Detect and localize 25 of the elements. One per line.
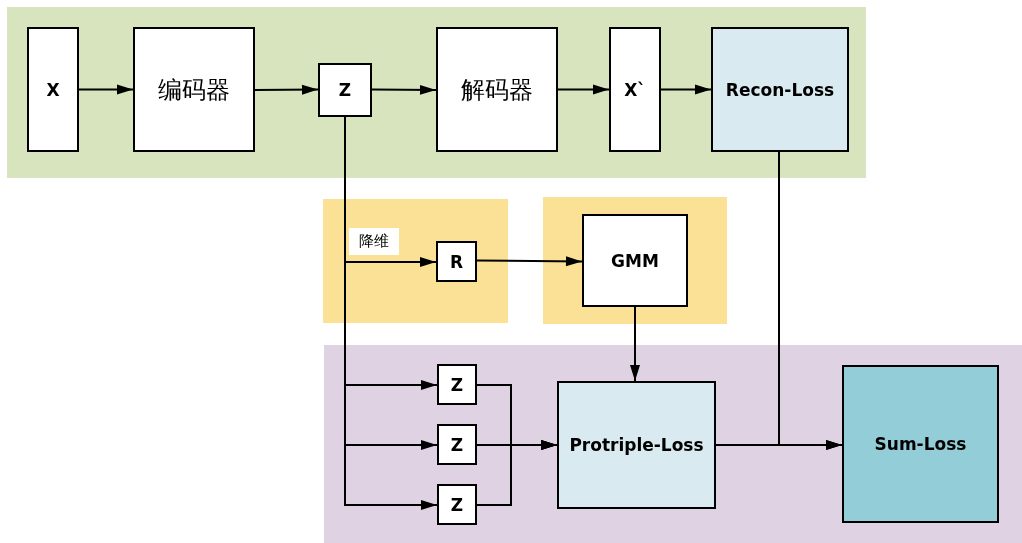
process-box: Recon-Loss [711,27,849,152]
process-box: Protriple-Loss [557,381,716,509]
arrow [476,256,583,267]
arrow [78,84,134,95]
process-box: 解码器 [436,27,558,152]
process-box: GMM [582,214,688,307]
process-box: R [436,241,477,282]
process-box: Z [437,484,477,525]
process-box: Z [437,364,477,405]
arrow [630,306,640,382]
panel-background [324,345,1022,543]
process-box: 编码器 [133,27,255,152]
edge-label: 降维 [349,228,399,255]
panel-background [543,197,727,324]
panel-background [7,7,866,178]
arrow [371,84,437,95]
process-box: Z [318,63,372,117]
process-box: X` [609,27,661,152]
arrow [254,84,319,95]
process-box: X [27,27,79,152]
panel-background [323,199,508,323]
arrow [660,84,712,95]
arrow [557,84,610,95]
process-box: Sum-Loss [842,365,999,523]
process-box: Z [437,424,477,465]
